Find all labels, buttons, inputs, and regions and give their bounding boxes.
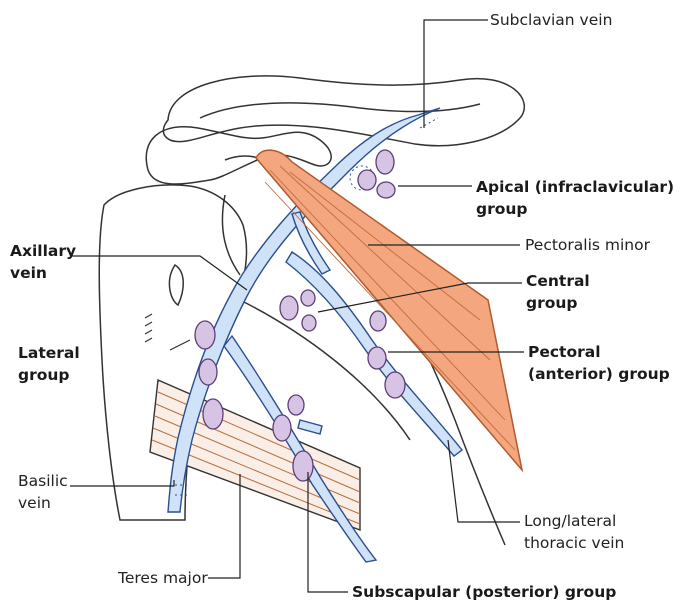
humerus-texture: [145, 314, 190, 350]
label-pectoralis-minor: Pectoralis minor: [525, 234, 650, 256]
label-central-group: Central group: [526, 270, 590, 314]
label-basilic-vein: Basilic vein: [18, 470, 68, 514]
leader-axillary: [70, 256, 247, 290]
label-long-thoracic-vein: Long/lateral thoracic vein: [524, 510, 624, 554]
label-text: Subscapular (posterior) group: [352, 581, 616, 603]
pectoral-node: [370, 311, 386, 331]
label-apical-group: Apical (infraclavicular) group: [476, 176, 674, 220]
label-text: vein: [10, 262, 76, 284]
label-text: thoracic vein: [524, 532, 624, 554]
label-text: Lateral: [18, 342, 80, 364]
clavicle-inner-line: [200, 103, 480, 118]
label-text: Long/lateral: [524, 510, 624, 532]
lateral-node: [199, 359, 217, 385]
label-subclavian-vein: Subclavian vein: [490, 9, 612, 31]
lateral-node: [203, 399, 223, 429]
pectoral-node: [368, 347, 386, 369]
pectoral-node: [385, 372, 405, 398]
lateral-node: [195, 321, 215, 349]
central-node: [301, 290, 315, 306]
central-node: [302, 315, 316, 331]
subscapular-node: [288, 395, 304, 415]
apical-node: [377, 182, 395, 198]
label-text: group: [18, 364, 80, 386]
label-text: Apical (infraclavicular): [476, 176, 674, 198]
subscapular-node: [293, 451, 313, 481]
leader-subclavian: [424, 20, 488, 128]
label-text: Subclavian vein: [490, 9, 612, 31]
label-text: Pectoralis minor: [525, 234, 650, 256]
humerus-inner-line: [169, 265, 183, 305]
label-lateral-group: Lateral group: [18, 342, 80, 386]
label-text: vein: [18, 492, 68, 514]
leader-teres: [208, 474, 240, 578]
label-pectoral-group: Pectoral (anterior) group: [528, 341, 670, 385]
label-text: Teres major: [118, 567, 208, 589]
label-subscapular-group: Subscapular (posterior) group: [352, 581, 616, 603]
leader-basilic: [70, 480, 174, 486]
central-node: [280, 296, 298, 320]
label-text: (anterior) group: [528, 363, 670, 385]
branch-vein-lower: [298, 420, 322, 434]
apical-node: [358, 170, 376, 190]
label-text: group: [526, 292, 590, 314]
label-text: group: [476, 198, 674, 220]
label-teres-major: Teres major: [118, 567, 208, 589]
label-text: Axillary: [10, 240, 76, 262]
subscapular-node: [273, 415, 291, 441]
label-text: Pectoral: [528, 341, 670, 363]
label-text: Basilic: [18, 470, 68, 492]
label-axillary-vein: Axillary vein: [10, 240, 76, 284]
apical-node: [376, 150, 394, 174]
label-text: Central: [526, 270, 590, 292]
